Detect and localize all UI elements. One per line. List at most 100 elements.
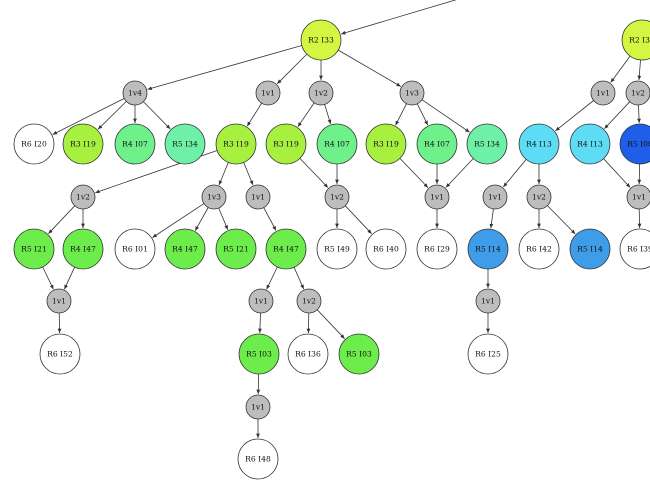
graph-edge bbox=[42, 266, 54, 290]
graph-node: 1v1 bbox=[245, 184, 271, 210]
graph-node: R4 I13 bbox=[518, 123, 560, 165]
graph-node: R5 I34 bbox=[466, 123, 508, 165]
graph-edge bbox=[194, 207, 209, 231]
graph-edge bbox=[324, 104, 332, 125]
node-label: R5 I03 bbox=[346, 350, 372, 359]
graph-edge bbox=[297, 102, 315, 127]
node-label: R6 I39 bbox=[627, 245, 650, 254]
node-label: R5 I21 bbox=[223, 245, 249, 254]
graph-node: R5 I03 bbox=[238, 333, 280, 375]
graph-edge bbox=[263, 207, 277, 231]
graph-edge bbox=[258, 312, 262, 334]
graph-node: 1v1 bbox=[46, 288, 72, 314]
graph-node: R4 I13 bbox=[569, 123, 611, 165]
node-circle bbox=[255, 80, 281, 106]
node-circle bbox=[296, 288, 322, 314]
node-circle bbox=[621, 19, 650, 61]
node-label: R2 I33 bbox=[308, 36, 334, 45]
graph-node: 1v4 bbox=[122, 80, 148, 106]
node-circle bbox=[625, 80, 650, 106]
node-label: R5 I34 bbox=[172, 140, 198, 149]
graph-node: 1v2 bbox=[625, 80, 650, 106]
graph-node: R6 I48 bbox=[237, 438, 279, 480]
graph-edge bbox=[147, 45, 302, 91]
graph-node: R4 I47 bbox=[164, 228, 206, 270]
graph-node: R3 I19 bbox=[265, 123, 307, 165]
graph-node: R3 I19 bbox=[215, 123, 257, 165]
graph-edge bbox=[502, 159, 527, 188]
node-circle bbox=[475, 288, 501, 314]
graph-node: 1v1 bbox=[424, 184, 450, 210]
graph-node: 1v1 bbox=[590, 80, 616, 106]
graph-node: 1v1 bbox=[245, 394, 271, 420]
node-circle bbox=[13, 123, 55, 165]
node-circle bbox=[201, 184, 227, 210]
graph-edge bbox=[489, 208, 494, 229]
graph-node: R4 I47 bbox=[62, 228, 104, 270]
node-label: R5 I21 bbox=[21, 245, 47, 254]
graph-node: R6 I29 bbox=[416, 228, 458, 270]
graph-edge bbox=[316, 309, 345, 339]
graph-edge bbox=[143, 101, 171, 130]
node-circle bbox=[13, 228, 55, 270]
node-label: R5 I14 bbox=[475, 245, 501, 254]
graph-node: R5 I21 bbox=[215, 228, 257, 270]
node-circle bbox=[46, 288, 72, 314]
graph-edge bbox=[399, 158, 429, 188]
node-label: R4 I47 bbox=[70, 245, 96, 254]
node-label: R6 I52 bbox=[47, 350, 73, 359]
graph-node: 1v3 bbox=[399, 80, 425, 106]
node-label: 1v2 bbox=[314, 89, 328, 98]
node-label: R6 I36 bbox=[295, 350, 321, 359]
node-circle bbox=[518, 228, 560, 270]
node-label: R3 I19 bbox=[223, 140, 249, 149]
node-label: 1v1 bbox=[251, 403, 265, 412]
node-circle bbox=[164, 228, 206, 270]
graph-node: R4 I47 bbox=[265, 228, 307, 270]
node-circle bbox=[114, 228, 156, 270]
node-label: 1v2 bbox=[76, 193, 90, 202]
graph-node: R4 I07 bbox=[114, 123, 156, 165]
node-label: R4 I13 bbox=[577, 140, 603, 149]
node-label: R6 I25 bbox=[475, 350, 501, 359]
node-circle bbox=[416, 123, 458, 165]
node-label: 1v3 bbox=[405, 89, 419, 98]
node-label: R6 I40 bbox=[373, 245, 399, 254]
node-circle bbox=[238, 333, 280, 375]
node-label: R6 I48 bbox=[245, 455, 271, 464]
graph-node: 1v2 bbox=[70, 184, 96, 210]
node-label: 1v1 bbox=[481, 297, 495, 306]
node-circle bbox=[308, 80, 334, 106]
node-label: 1v1 bbox=[632, 193, 646, 202]
graph-node: 1v2 bbox=[308, 80, 334, 106]
node-label: 1v1 bbox=[261, 89, 275, 98]
node-label: R4 I07 bbox=[122, 140, 148, 149]
graph-node: R2 I33 bbox=[621, 19, 650, 61]
graph-node: R6 I20 bbox=[13, 123, 55, 165]
graph-node: R6 I25 bbox=[467, 333, 509, 375]
node-circle bbox=[590, 80, 616, 106]
node-circle bbox=[619, 228, 650, 270]
graph-edge bbox=[152, 203, 205, 238]
graph-edge bbox=[218, 162, 229, 186]
node-circle bbox=[365, 123, 407, 165]
node-circle bbox=[482, 184, 508, 210]
node-circle bbox=[466, 123, 508, 165]
node-label: 1v1 bbox=[488, 193, 502, 202]
node-circle bbox=[245, 394, 271, 420]
graph-node: 1v1 bbox=[255, 80, 281, 106]
node-circle bbox=[399, 80, 425, 106]
node-label: R3 I19 bbox=[70, 140, 96, 149]
node-label: 1v2 bbox=[532, 193, 546, 202]
node-circle bbox=[245, 184, 271, 210]
graph-node: 1v1 bbox=[626, 184, 650, 210]
graph-node: 1v2 bbox=[526, 184, 552, 210]
graph-node: R4 I07 bbox=[416, 123, 458, 165]
graph-node: R2 I33 bbox=[300, 19, 342, 61]
node-label: 1v4 bbox=[128, 89, 142, 98]
node-circle bbox=[467, 333, 509, 375]
edge-layer bbox=[42, 0, 642, 438]
node-label: 1v1 bbox=[251, 193, 265, 202]
graph-edge bbox=[243, 162, 254, 186]
